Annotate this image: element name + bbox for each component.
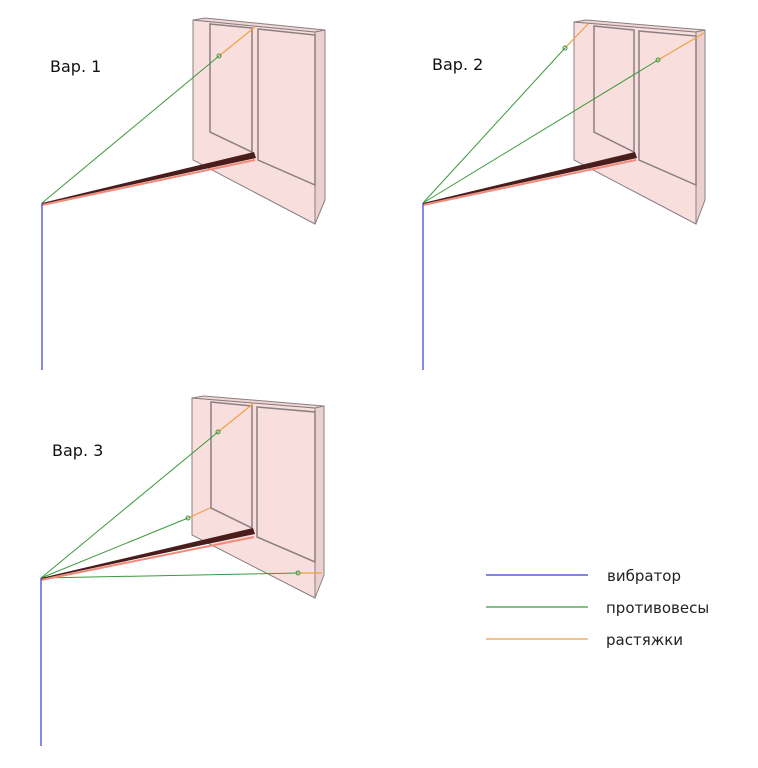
counterpoise-2b <box>422 59 659 204</box>
window-1-side <box>314 29 326 225</box>
counterpoise-1 <box>41 55 220 204</box>
window-3-side <box>314 405 325 599</box>
window-3-pane-left <box>210 401 253 530</box>
legend-label-vibrator: вибратор <box>607 567 681 585</box>
guy-wire-2b <box>657 32 705 61</box>
window-2 <box>573 19 706 225</box>
junction-point-3b <box>185 515 191 521</box>
junction-point-3a <box>215 429 221 435</box>
window-2-pane-right <box>638 30 697 187</box>
guy-wire-3a <box>217 402 255 433</box>
legend-item-counterpoise: противовесы <box>486 599 709 617</box>
sill-shadow-3 <box>40 536 255 581</box>
guy-wire-3b <box>187 507 211 519</box>
sill-beam-1 <box>42 152 256 204</box>
sill-shadow-2 <box>422 159 637 206</box>
counterpoise-3b <box>40 517 189 579</box>
legend-item-guy-wires: растяжки <box>486 631 683 649</box>
window-2-face <box>573 21 697 225</box>
variant-2-panel: Вар. 2 <box>422 19 706 370</box>
legend-label-counterpoise: противовесы <box>606 599 709 617</box>
junction-point-1 <box>216 53 222 59</box>
window-1-pane-left <box>209 23 253 154</box>
variant-3-label: Вар. 3 <box>52 441 103 460</box>
junction-point-3c <box>295 570 301 576</box>
variant-1-panel: Вар. 1 <box>41 17 326 370</box>
window-1-face <box>192 19 316 225</box>
legend-item-vibrator: вибратор <box>486 567 681 585</box>
window-1 <box>192 17 326 225</box>
sill-beam-2 <box>423 152 637 204</box>
junction-point-2a <box>562 45 568 51</box>
guy-wire-2a <box>564 23 589 49</box>
variant-3-panel: Вар. 3 <box>40 395 325 746</box>
counterpoise-3c <box>40 572 299 579</box>
variant-2-label: Вар. 2 <box>432 55 483 74</box>
junction-point-2b <box>655 57 661 63</box>
guy-wire-1 <box>218 26 256 57</box>
window-2-pane-left <box>593 25 635 154</box>
counterpoise-2a <box>422 47 566 204</box>
legend: вибратор противовесы растяжки <box>486 567 709 649</box>
window-3 <box>191 395 325 599</box>
sill-shadow-1 <box>41 159 256 206</box>
window-3-pane-right <box>256 406 316 564</box>
variant-1-label: Вар. 1 <box>50 57 101 76</box>
legend-label-guy-wires: растяжки <box>606 631 683 649</box>
window-1-pane-right <box>257 28 316 187</box>
sill-beam-3 <box>41 528 255 579</box>
window-2-side <box>695 29 706 225</box>
counterpoise-3a <box>40 431 219 579</box>
